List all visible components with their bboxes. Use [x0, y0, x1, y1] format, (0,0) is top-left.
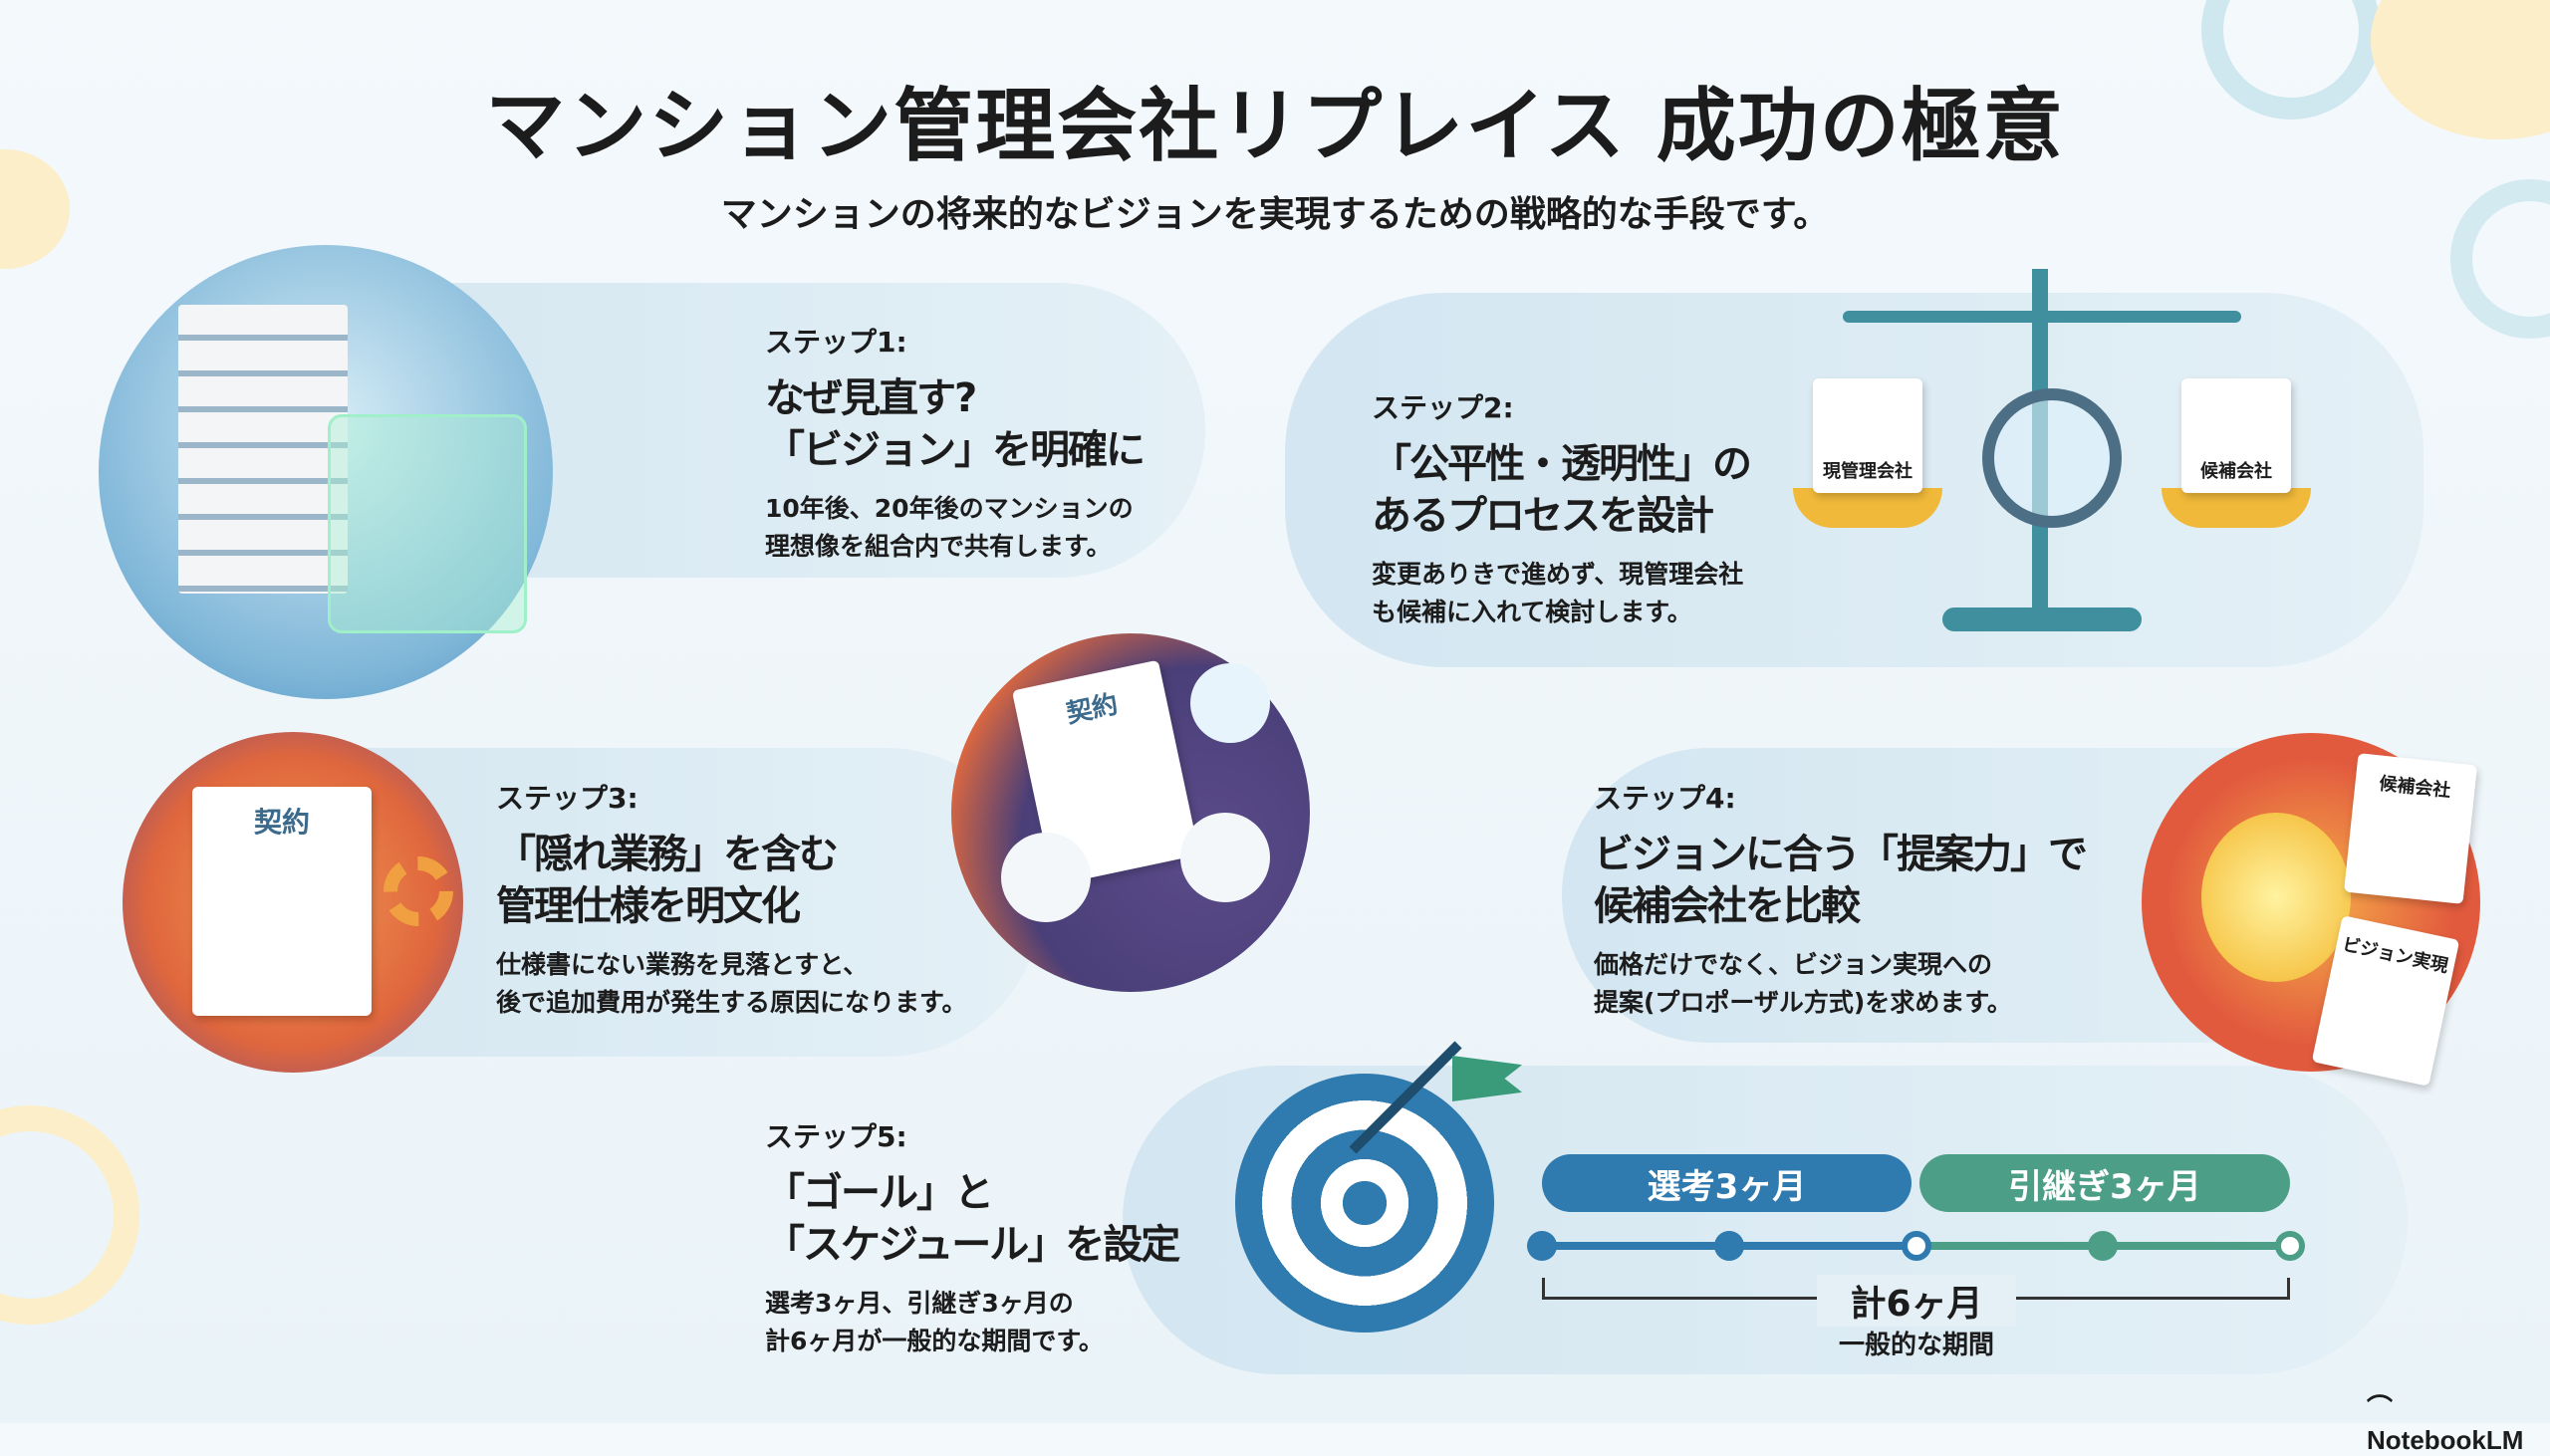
building-icon: [178, 305, 348, 594]
step-label: ステップ3:: [496, 782, 638, 815]
step-heading: 「公平性・透明性」のあるプロセスを設計: [1372, 441, 1752, 539]
hidden-tasks-illustration: 契約: [951, 633, 1310, 992]
document-icon: 現管理会社: [1813, 378, 1922, 493]
timeline-dot: [2088, 1231, 2118, 1261]
step-heading: なぜ見直す?「ビジョン」を明確に: [765, 375, 1146, 473]
target-icon: [1235, 1074, 1494, 1333]
step-heading: 「隠れ業務」を含む管理仕様を明文化: [496, 832, 839, 929]
step2: ステップ2: 「公平性・透明性」のあるプロセスを設計 変更ありきで進めず、現管理…: [1372, 386, 1752, 631]
step4: ステップ4: ビジョンに合う「提案力」で候補会社を比較 価格だけでなく、ビジョン…: [1594, 777, 2088, 1022]
brand-logo: ⌒ NotebookLM: [2367, 1393, 2524, 1455]
step-label: ステップ5:: [765, 1120, 907, 1153]
document-icon: 候補会社: [2344, 753, 2477, 904]
timeline-total-note: 一般的な期間: [1838, 1331, 1994, 1360]
decor-ring: [0, 1105, 139, 1325]
step-label: ステップ4:: [1594, 782, 1736, 815]
step-body: 変更ありきで進めず、現管理会社も候補に入れて検討します。: [1372, 560, 1744, 626]
step5: ステップ5: 「ゴール」と「スケジュール」を設定 選考3ヶ月、引継ぎ3ヶ月の計6…: [765, 1115, 1180, 1360]
step-heading: 「ゴール」と「スケジュール」を設定: [765, 1170, 1180, 1268]
notebooklm-icon: ⌒: [2367, 1393, 2394, 1423]
step-heading: ビジョンに合う「提案力」で候補会社を比較: [1594, 832, 2088, 929]
step-body: 選考3ヶ月、引継ぎ3ヶ月の計6ヶ月が一般的な期間です。: [765, 1289, 1104, 1355]
timeline-dot: [2275, 1231, 2305, 1261]
beaker-icon: [1180, 813, 1270, 902]
garden-icon: [328, 414, 527, 633]
page-subtitle: マンションの将来的なビジョンを実現するための戦略的な手段です。: [720, 194, 1830, 235]
timeline-phase-selection: 選考3ヶ月: [1542, 1154, 1912, 1212]
page-title: マンション管理会社リプレイス 成功の極意: [485, 80, 2065, 172]
timeline-total: 計6ヶ月: [1817, 1275, 2016, 1327]
contract-icon: 契約: [192, 787, 372, 1016]
step1: ステップ1: なぜ見直す?「ビジョン」を明確に 10年後、20年後のマンションの…: [765, 321, 1146, 566]
timeline-dot: [1714, 1231, 1744, 1261]
step-label: ステップ2:: [1372, 391, 1514, 424]
tools-icon: [1001, 833, 1091, 922]
balance-scale-icon: 現管理会社 候補会社: [1793, 249, 2311, 647]
building-illustration: [99, 245, 553, 699]
magnifier-icon: [1982, 388, 2122, 528]
step3: ステップ3: 「隠れ業務」を含む管理仕様を明文化 仕様書にない業務を見落とすと、…: [496, 777, 967, 1022]
timeline-dot: [1527, 1231, 1557, 1261]
timeline-dot: [1902, 1231, 1931, 1261]
lightbulb-icon: [1190, 663, 1270, 743]
step-label: ステップ1:: [765, 326, 907, 359]
step-body: 10年後、20年後のマンションの理想像を組合内で共有します。: [765, 494, 1134, 561]
gear-icon: [383, 856, 453, 926]
document-icon: 候補会社: [2181, 378, 2291, 493]
step-body: 仕様書にない業務を見落とすと、後で追加費用が発生する原因になります。: [496, 950, 967, 1017]
timeline-phase-handover: 引継ぎ3ヶ月: [1919, 1154, 2290, 1212]
step-body: 価格だけでなく、ビジョン実現への提案(プロポーザル方式)を求めます。: [1594, 950, 2012, 1017]
lightbulb-icon: [2201, 813, 2351, 982]
